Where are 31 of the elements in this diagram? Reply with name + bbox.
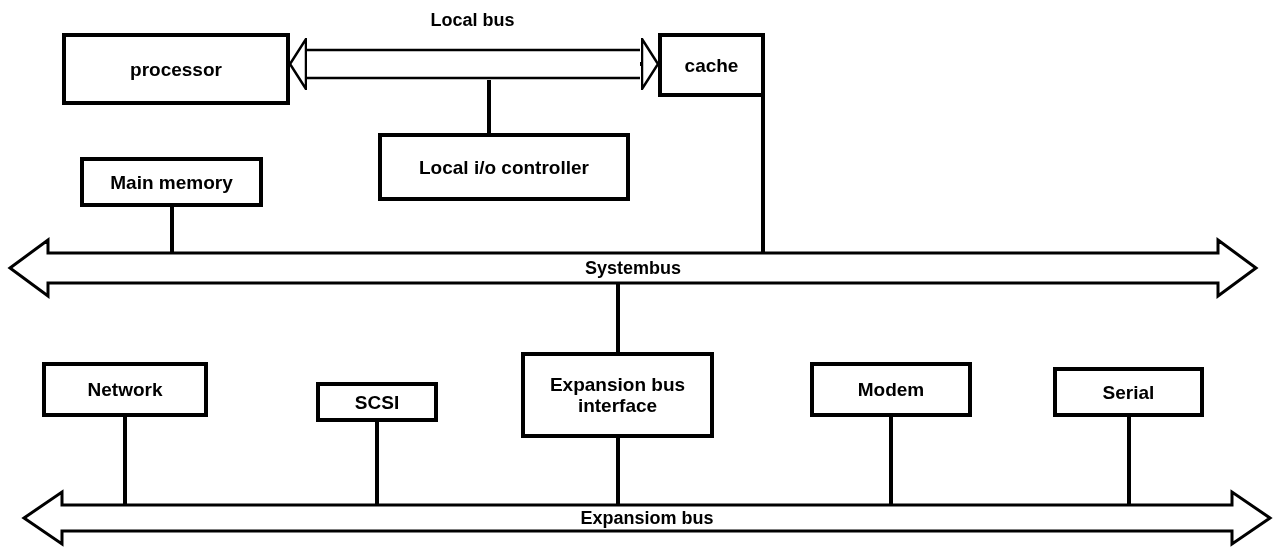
- connector-line: [889, 417, 893, 505]
- connector-line: [1127, 417, 1131, 505]
- component-label: Local i/o controller: [419, 156, 589, 178]
- component-label: cache: [684, 54, 739, 76]
- component-label: processor: [130, 58, 222, 80]
- connector-line: [616, 283, 620, 352]
- component-box: [378, 133, 630, 201]
- connector-line: [375, 422, 379, 505]
- component-label: Network: [87, 379, 163, 400]
- connector-line: [616, 438, 620, 505]
- bus-band: [22, 490, 1272, 546]
- component-label: SCSI: [354, 391, 400, 413]
- component-box: [80, 157, 263, 207]
- arrow: [640, 37, 660, 91]
- component-box: [42, 362, 208, 417]
- bus-band: [8, 238, 1258, 298]
- component-box: [316, 382, 438, 422]
- component-label: Serial: [1102, 381, 1155, 403]
- connector-line: [487, 80, 491, 133]
- component-label: Main memory: [110, 171, 233, 193]
- component-box: [62, 33, 290, 105]
- component-label: Modem: [857, 379, 925, 400]
- component-box: [1053, 367, 1204, 417]
- component-box: [810, 362, 972, 417]
- local-bus-band: [305, 10, 640, 80]
- component-box: [658, 33, 765, 97]
- connector-line: [123, 417, 127, 505]
- component-label: Expansion bus interface: [548, 374, 687, 416]
- connector-line: [761, 97, 765, 253]
- connector-line: [170, 207, 174, 253]
- component-box: [521, 352, 714, 438]
